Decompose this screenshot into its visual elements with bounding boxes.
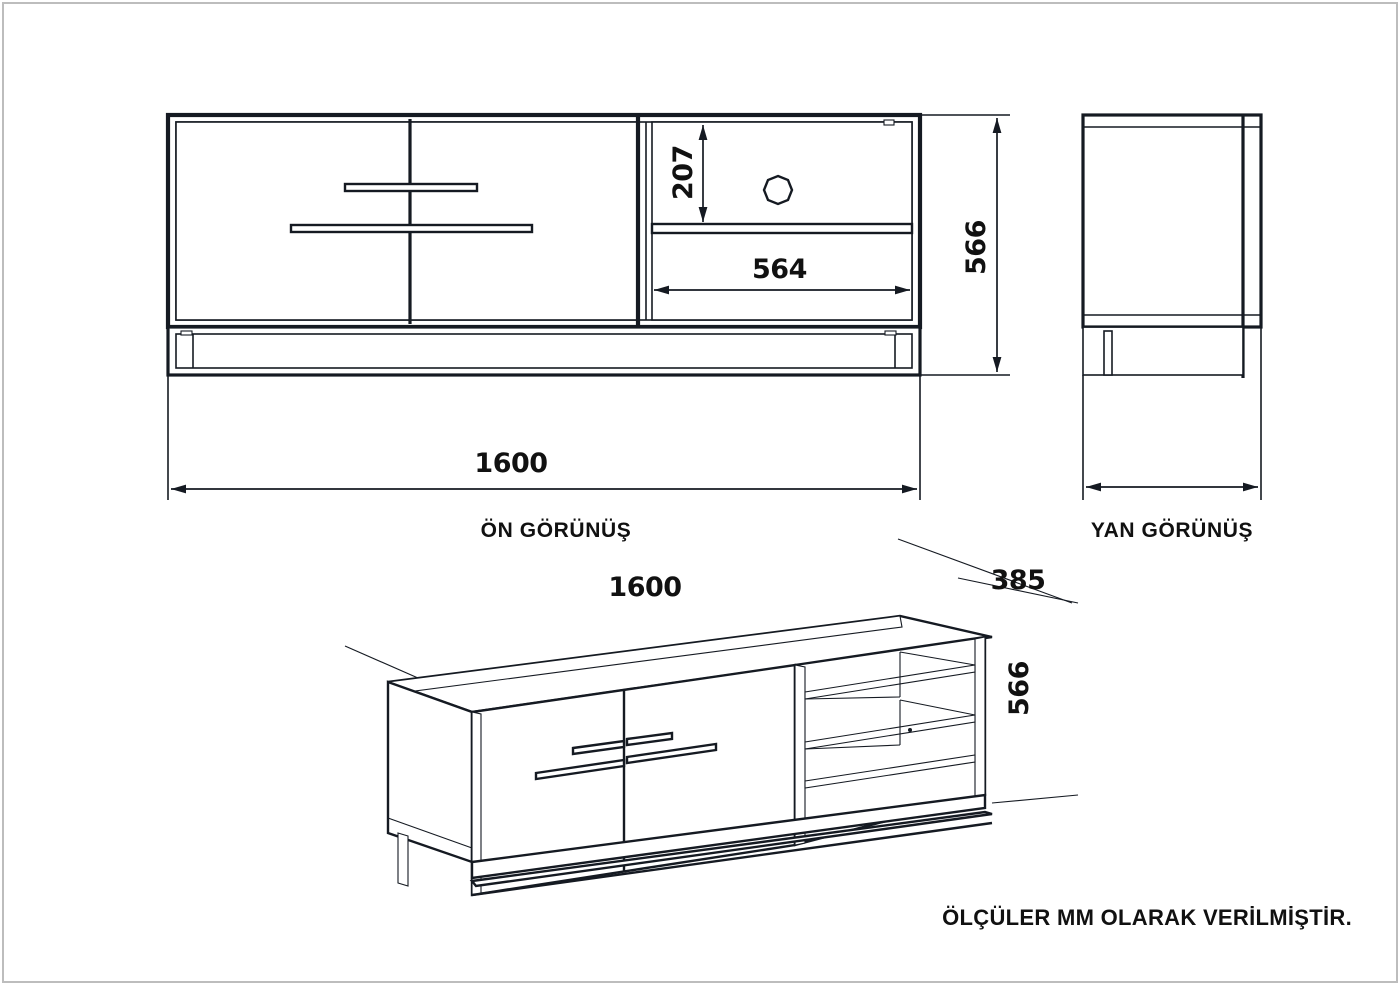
dimension-side-depth	[1082, 327, 1262, 500]
dimension-1600-front-label: 1600	[474, 448, 547, 479]
front-plinth-outer	[166, 325, 922, 377]
front-shelf-board	[650, 222, 914, 235]
front-view-group: 207 564 566 1600 ÖN GÖRÜNÜŞ	[165, 112, 1010, 542]
perspective-depth-guide-c	[899, 699, 976, 716]
cable-grommet-icon	[762, 174, 794, 206]
perspective-shelf-peg-dot	[908, 728, 912, 732]
dimension-1600-front: 1600	[167, 327, 921, 500]
dimension-566-front: 566	[920, 114, 1010, 376]
perspective-handle-upper-right	[625, 731, 674, 747]
side-view-group: YAN GÖRÜNÜŞ	[1081, 113, 1263, 542]
perspective-handle-lower-left	[534, 758, 626, 781]
leader-line-width	[344, 645, 419, 679]
perspective-shelf-lower	[804, 754, 976, 789]
dimension-566-perspective-label: 566	[1004, 661, 1035, 716]
front-top-fixing-mark	[883, 119, 895, 126]
perspective-plinth-lower-rail	[469, 810, 993, 888]
perspective-open-section-right-post	[974, 636, 986, 797]
front-plinth-fixing-right	[884, 330, 897, 336]
dimension-207: 207	[668, 125, 708, 222]
perspective-depth-guide-d	[804, 744, 901, 750]
leader-line-depth-upper	[897, 538, 1073, 604]
front-handle-bar-upper	[343, 182, 479, 193]
front-view-label: ÖN GÖRÜNÜŞ	[481, 519, 632, 542]
front-handle-bar-lower	[289, 223, 534, 234]
side-leg	[1103, 330, 1113, 376]
perspective-plinth-bottom-edge	[471, 821, 993, 897]
leader-line-depth-lower	[957, 577, 1079, 604]
front-door-panel-area	[175, 121, 639, 321]
perspective-open-section-left-post	[794, 664, 806, 846]
perspective-left-leg	[397, 832, 409, 887]
units-note-label: ÖLÇÜLER MM OLARAK VERİLMİŞTİR.	[942, 905, 1352, 930]
dimension-566-front-label: 566	[961, 220, 992, 275]
dimension-564-label: 564	[752, 254, 807, 285]
perspective-view-group: 1600 385 566	[344, 538, 1079, 897]
dimension-207-label: 207	[668, 145, 699, 200]
perspective-left-panel-baseline	[387, 817, 473, 849]
side-view-label: YAN GÖRÜNÜŞ	[1091, 519, 1253, 542]
dimension-564: 564	[654, 254, 910, 295]
perspective-handle-upper-left	[571, 739, 626, 756]
perspective-depth-guide-b	[804, 696, 901, 700]
front-plinth-inner	[175, 333, 913, 369]
perspective-handle-lower-right	[625, 742, 718, 765]
leader-line-height	[991, 794, 1079, 804]
dimension-1600-perspective-label: 1600	[608, 572, 681, 603]
dimension-385-perspective-label: 385	[991, 565, 1046, 596]
perspective-shelf-upper	[804, 664, 976, 700]
perspective-depth-guide-a	[899, 651, 976, 666]
side-carcass-outer	[1081, 113, 1263, 329]
perspective-plinth-upper-rail	[470, 793, 987, 880]
front-plinth-fixing-left	[180, 330, 193, 336]
perspective-shelf-middle	[804, 714, 976, 750]
